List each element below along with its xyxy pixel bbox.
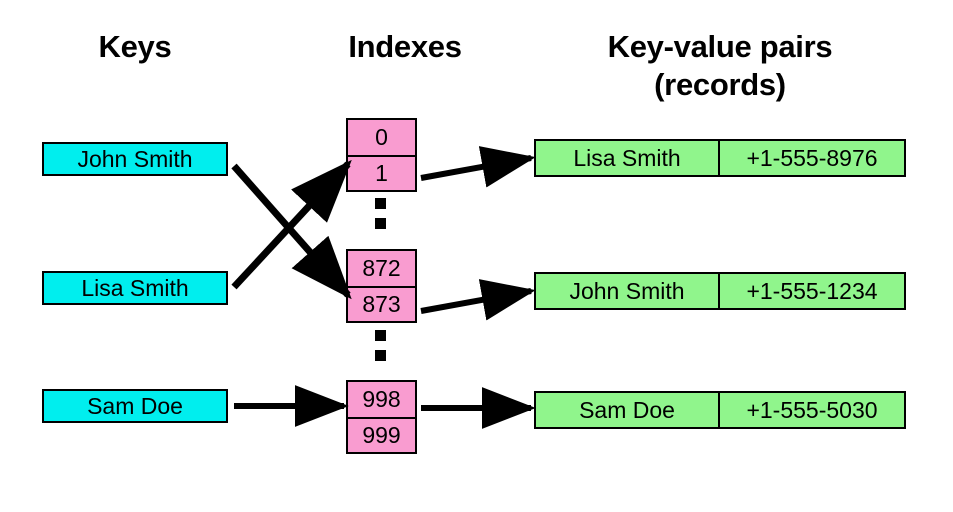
record-row-sam-doe: Sam Doe +1-555-5030 <box>534 391 906 429</box>
indexes-column-title: Indexes <box>348 29 462 64</box>
record-row-john-smith: John Smith +1-555-1234 <box>534 272 906 310</box>
key-value-pairs-column-title: Key-value pairs (records) <box>607 29 833 102</box>
record-name-john-smith: John Smith <box>569 277 685 304</box>
index-group-872-873: 872 873 <box>346 249 417 323</box>
index-group-0-1: 0 1 <box>346 118 417 192</box>
record-name-sam-doe: Sam Doe <box>579 396 675 423</box>
index-ellipsis-icon-lower <box>375 330 387 370</box>
arrow-index-1-to-record-lisa-smith <box>420 146 536 188</box>
index-cell-872: 872 <box>362 255 401 281</box>
dot-square-icon <box>375 330 386 341</box>
arrow-index-873-to-record-john-smith <box>420 279 536 321</box>
record-phone-sam-doe: +1-555-5030 <box>718 393 904 427</box>
record-row-lisa-smith: Lisa Smith +1-555-8976 <box>534 139 906 177</box>
key-box-john-smith: John Smith <box>42 142 228 176</box>
record-name-lisa-smith: Lisa Smith <box>573 144 681 171</box>
index-cell-0: 0 <box>375 124 388 150</box>
index-cell-999: 999 <box>348 417 415 452</box>
index-cell-873: 873 <box>348 286 415 321</box>
arrow-john-smith-to-index-873 <box>231 163 352 300</box>
key-box-sam-doe: Sam Doe <box>42 389 228 423</box>
dot-square-icon <box>375 198 386 209</box>
record-phone-lisa-smith: +1-555-8976 <box>718 141 904 175</box>
arrow-lisa-smith-to-index-1 <box>231 159 352 290</box>
index-ellipsis-icon-upper <box>375 198 387 238</box>
keys-column-title: Keys <box>98 29 172 64</box>
index-group-998-999: 998 999 <box>346 380 417 454</box>
key-box-lisa-smith: Lisa Smith <box>42 271 228 305</box>
index-cell-1: 1 <box>348 155 415 190</box>
dot-square-icon <box>375 350 386 361</box>
index-cell-998: 998 <box>362 386 401 412</box>
dot-square-icon <box>375 218 386 229</box>
record-phone-john-smith: +1-555-1234 <box>718 274 904 308</box>
